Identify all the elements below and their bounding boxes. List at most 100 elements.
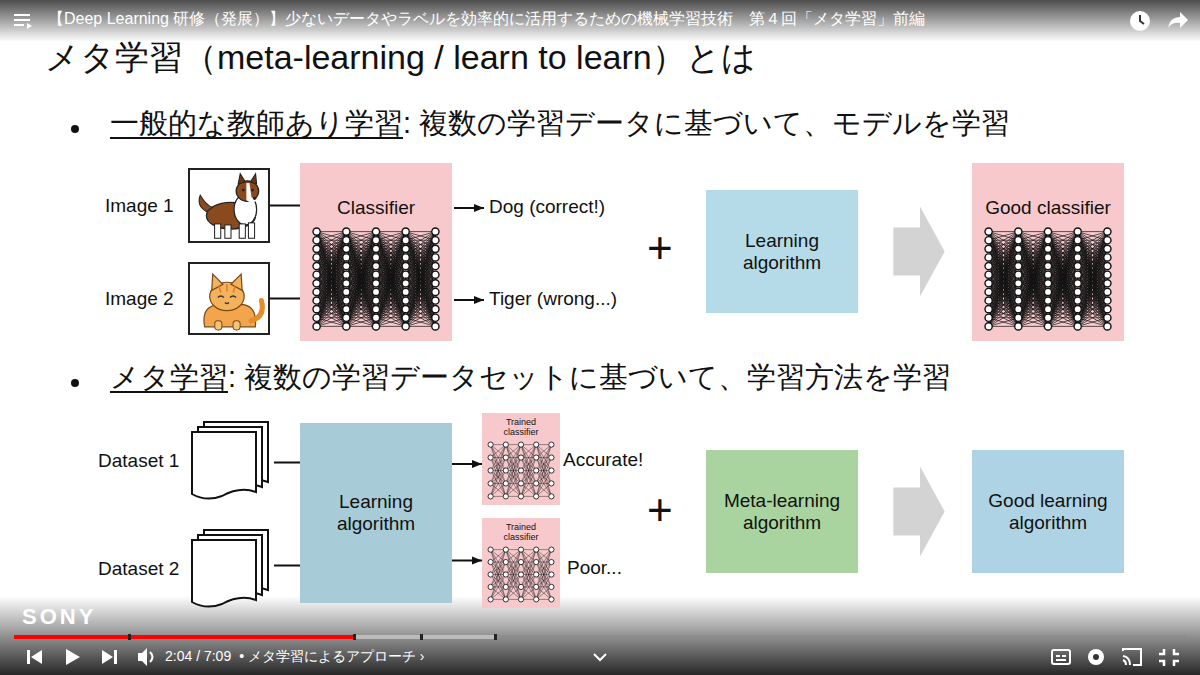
network-unit [313, 323, 320, 330]
network-unit [985, 262, 992, 269]
network-unit [1074, 297, 1081, 304]
slide-text: : 複数の学習データセットに基づいて、学習方法を学習 [228, 360, 951, 395]
network-link [1048, 257, 1078, 326]
network-link [346, 232, 376, 327]
slide-text: Tiger (wrong...) [489, 288, 617, 311]
network-link [1048, 232, 1078, 327]
chapter-gap [420, 634, 423, 640]
box-label: Trained classifier [498, 522, 544, 543]
slide-text: 一般的な教師あり学習 [110, 106, 403, 141]
network-link [989, 240, 1019, 326]
network-unit [432, 245, 439, 252]
network-link [1018, 292, 1048, 326]
network-unit [518, 547, 523, 552]
network-link [521, 445, 536, 484]
network-link [1078, 326, 1108, 327]
player-text: 2:04 / 7:09 [165, 648, 231, 665]
network-link [989, 231, 1019, 232]
network-unit [518, 584, 523, 589]
network-link [521, 445, 536, 484]
network-unit [985, 254, 992, 261]
network-unit [488, 468, 493, 473]
network-link [376, 326, 406, 327]
network-link [506, 550, 521, 587]
connector [274, 565, 300, 567]
network-link [1048, 301, 1078, 327]
network-unit [402, 237, 409, 244]
network-link [536, 445, 551, 484]
network-link [1048, 318, 1078, 327]
network-unit [1104, 314, 1111, 321]
dog-tail [199, 195, 212, 211]
network-unit [985, 280, 992, 287]
network-link [1048, 292, 1078, 326]
network-unit [1044, 254, 1051, 261]
network-link [1048, 309, 1078, 326]
network-unit [372, 237, 379, 244]
cat-paw [233, 321, 240, 330]
network-link [506, 458, 521, 497]
network-link [406, 292, 436, 326]
network-link [536, 458, 551, 497]
network-link [1018, 266, 1048, 326]
box-label: Good learning algorithm [978, 490, 1118, 534]
network-unit [488, 455, 493, 460]
network-unit [1074, 323, 1081, 330]
network-unit [534, 442, 539, 447]
network-unit [488, 481, 493, 486]
network-link [989, 326, 1019, 327]
network-link [1018, 318, 1048, 327]
network-unit [372, 245, 379, 252]
network-unit [372, 306, 379, 313]
classifier-box: Trained classifier [482, 413, 560, 505]
network-link [491, 458, 506, 497]
block-arrow [893, 467, 944, 557]
player-text: • メタ学習によるアプローチ › [239, 648, 424, 665]
network-unit [372, 297, 379, 304]
network-unit [372, 314, 379, 321]
network-unit [313, 314, 320, 321]
network-unit [313, 237, 320, 244]
network-link [346, 257, 376, 326]
network-link [536, 458, 551, 497]
network-unit [1104, 237, 1111, 244]
network-link [506, 458, 521, 497]
network-unit [313, 228, 320, 235]
document-stack [190, 420, 274, 502]
docs-drawing [190, 528, 274, 610]
network-unit [549, 559, 554, 564]
network-link [536, 562, 551, 599]
box-label: Meta-learning algorithm [712, 490, 852, 534]
network-unit [372, 271, 379, 278]
bullet-dot [71, 125, 79, 133]
network-link [376, 292, 406, 326]
network-unit [518, 559, 523, 564]
network-unit [1074, 280, 1081, 287]
network-links [491, 550, 552, 600]
playlist-icon [14, 15, 32, 29]
network-unit [549, 584, 554, 589]
network-unit [534, 494, 539, 499]
network-unit [1074, 314, 1081, 321]
network-link [346, 232, 376, 327]
network-unit [1015, 323, 1022, 330]
network-unit [1015, 306, 1022, 313]
network-unit [402, 254, 409, 261]
network-link [1018, 240, 1048, 326]
chapter-gap [353, 634, 356, 640]
network-unit [1044, 262, 1051, 269]
network-unit [985, 228, 992, 235]
network-unit [488, 442, 493, 447]
network-unit [432, 262, 439, 269]
network-unit [1104, 323, 1111, 330]
network-link [989, 292, 1019, 326]
network-link [1018, 231, 1048, 232]
network-unit [343, 245, 350, 252]
network-unit [402, 262, 409, 269]
network-unit [488, 547, 493, 552]
network-link [536, 550, 551, 587]
dog-eye [251, 189, 254, 192]
network-unit [343, 306, 350, 313]
slide-text: Accurate! [563, 449, 643, 472]
